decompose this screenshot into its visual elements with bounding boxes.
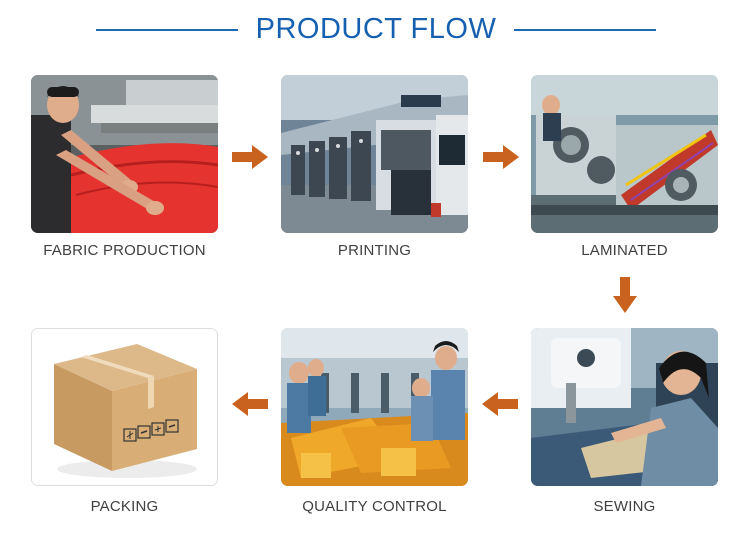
fabric-production-photo: [31, 75, 218, 233]
step-label: PACKING: [90, 498, 159, 515]
diagram-header: PRODUCT FLOW: [0, 10, 750, 50]
arrow-down-icon: [612, 276, 638, 314]
step-label: PRINTING: [337, 242, 412, 259]
title-rule-right: [514, 29, 656, 31]
arrow-right-icon: [231, 144, 269, 170]
printing-photo: [281, 75, 468, 233]
step-label: QUALITY CONTROL: [302, 498, 447, 515]
diagram-title: PRODUCT FLOW: [255, 13, 497, 45]
quality-control-photo: [281, 328, 468, 486]
step-label: FABRIC PRODUCTION: [43, 242, 206, 259]
arrow-left-icon: [231, 391, 269, 417]
step-label: SEWING: [593, 498, 656, 515]
step-label: LAMINATED: [581, 242, 668, 259]
packing-photo: [31, 328, 218, 486]
sewing-photo: [531, 328, 718, 486]
laminated-photo: [531, 75, 718, 233]
arrow-right-icon: [482, 144, 520, 170]
title-rule-left: [96, 29, 238, 31]
arrow-left-icon: [481, 391, 519, 417]
